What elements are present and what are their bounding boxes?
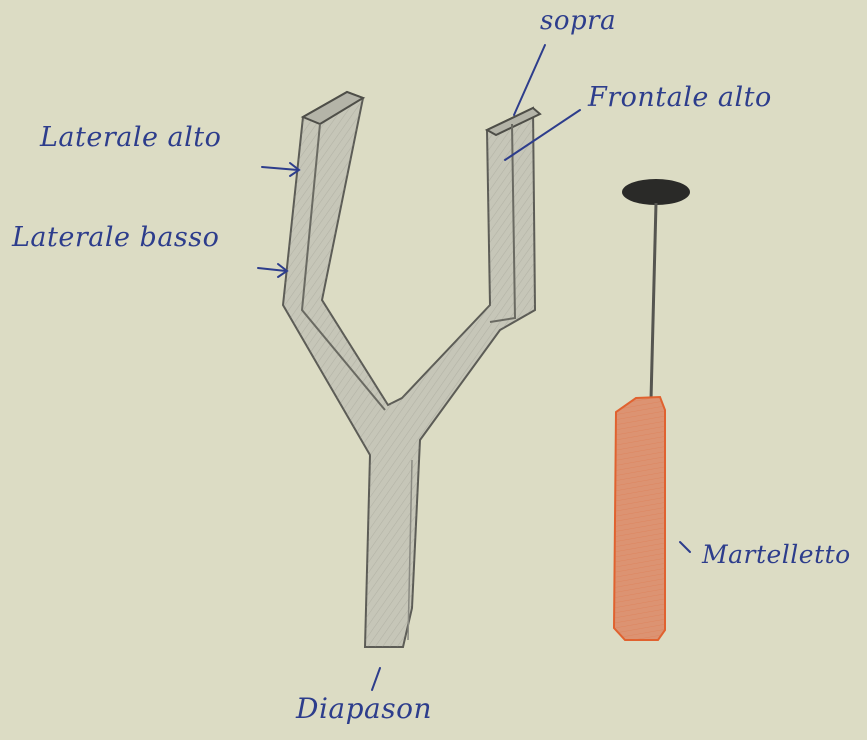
hammer-handle-shading [614,397,665,640]
hammer-shaft [651,203,656,400]
leader-diapason [372,668,380,690]
label-martelletto: Martelletto [702,540,851,569]
label-laterale-basso: Laterale basso [12,222,219,253]
arrow-laterale-basso [258,268,286,271]
label-sopra: sopra [540,6,616,36]
label-diapason: Diapason [296,692,432,725]
label-laterale-alto: Laterale alto [40,122,221,153]
leader-sopra [514,45,545,115]
leader-martelletto [680,542,690,552]
tuning-fork [283,92,540,647]
arrow-laterale-alto [262,167,298,170]
hammer-head [622,179,690,205]
hammer [614,179,690,640]
label-frontale-alto: Frontale alto [588,82,772,113]
